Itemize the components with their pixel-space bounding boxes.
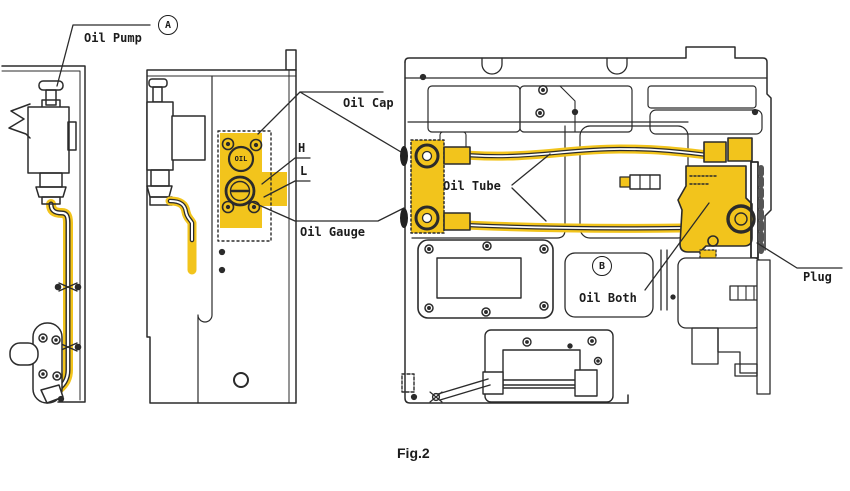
oil-tubes xyxy=(441,144,713,233)
oil-pump-label: Oil Pump xyxy=(84,31,142,45)
oil-tube-label: Oil Tube xyxy=(443,179,501,193)
bottom-bracket-mechanism xyxy=(401,329,614,403)
view-left-oil-pump-detail xyxy=(1,65,86,404)
leader-high-mark xyxy=(261,157,311,185)
plug-label: Plug xyxy=(803,270,832,284)
leader-oil-gauge xyxy=(251,201,405,222)
leader-oil-tube xyxy=(511,153,551,222)
figure-caption: Fig.2 xyxy=(397,445,430,461)
low-mark-label: L xyxy=(300,164,308,178)
oil-cap-label: Oil Cap xyxy=(343,96,394,110)
leader-low-mark xyxy=(263,180,311,198)
view-b-marker: B xyxy=(592,256,612,276)
leader-plug xyxy=(756,242,843,269)
view-bed-underside xyxy=(400,46,772,404)
lower-bracket xyxy=(9,322,65,404)
view-a-marker: A xyxy=(158,15,178,35)
oil-distributor-block xyxy=(400,139,471,234)
oil-pump-side-part xyxy=(146,78,206,206)
oil-gauge-label: Oil Gauge xyxy=(300,225,366,239)
leader-oil-pump xyxy=(56,24,151,87)
oil-cap-part xyxy=(227,145,255,173)
view-side-column xyxy=(146,49,297,404)
oil-pump-part xyxy=(8,80,77,205)
lower-right-casting xyxy=(660,249,771,395)
bottom-cover-plate xyxy=(417,239,554,319)
high-mark-label: H xyxy=(298,141,306,155)
oil-gauge-part xyxy=(224,175,256,207)
leader-lines xyxy=(56,24,843,291)
leader-oil-cap xyxy=(257,91,402,153)
oil-panel-dotted-outline xyxy=(217,130,272,242)
tube-clamp-upper xyxy=(54,282,82,292)
oil-bath-label: Oil Both xyxy=(579,291,637,305)
leader-oil-bath xyxy=(644,202,710,291)
oil-cap-embossed-text: OIL xyxy=(234,155,248,163)
pump-clip xyxy=(8,103,31,139)
oil-bath-assembly xyxy=(677,137,756,267)
